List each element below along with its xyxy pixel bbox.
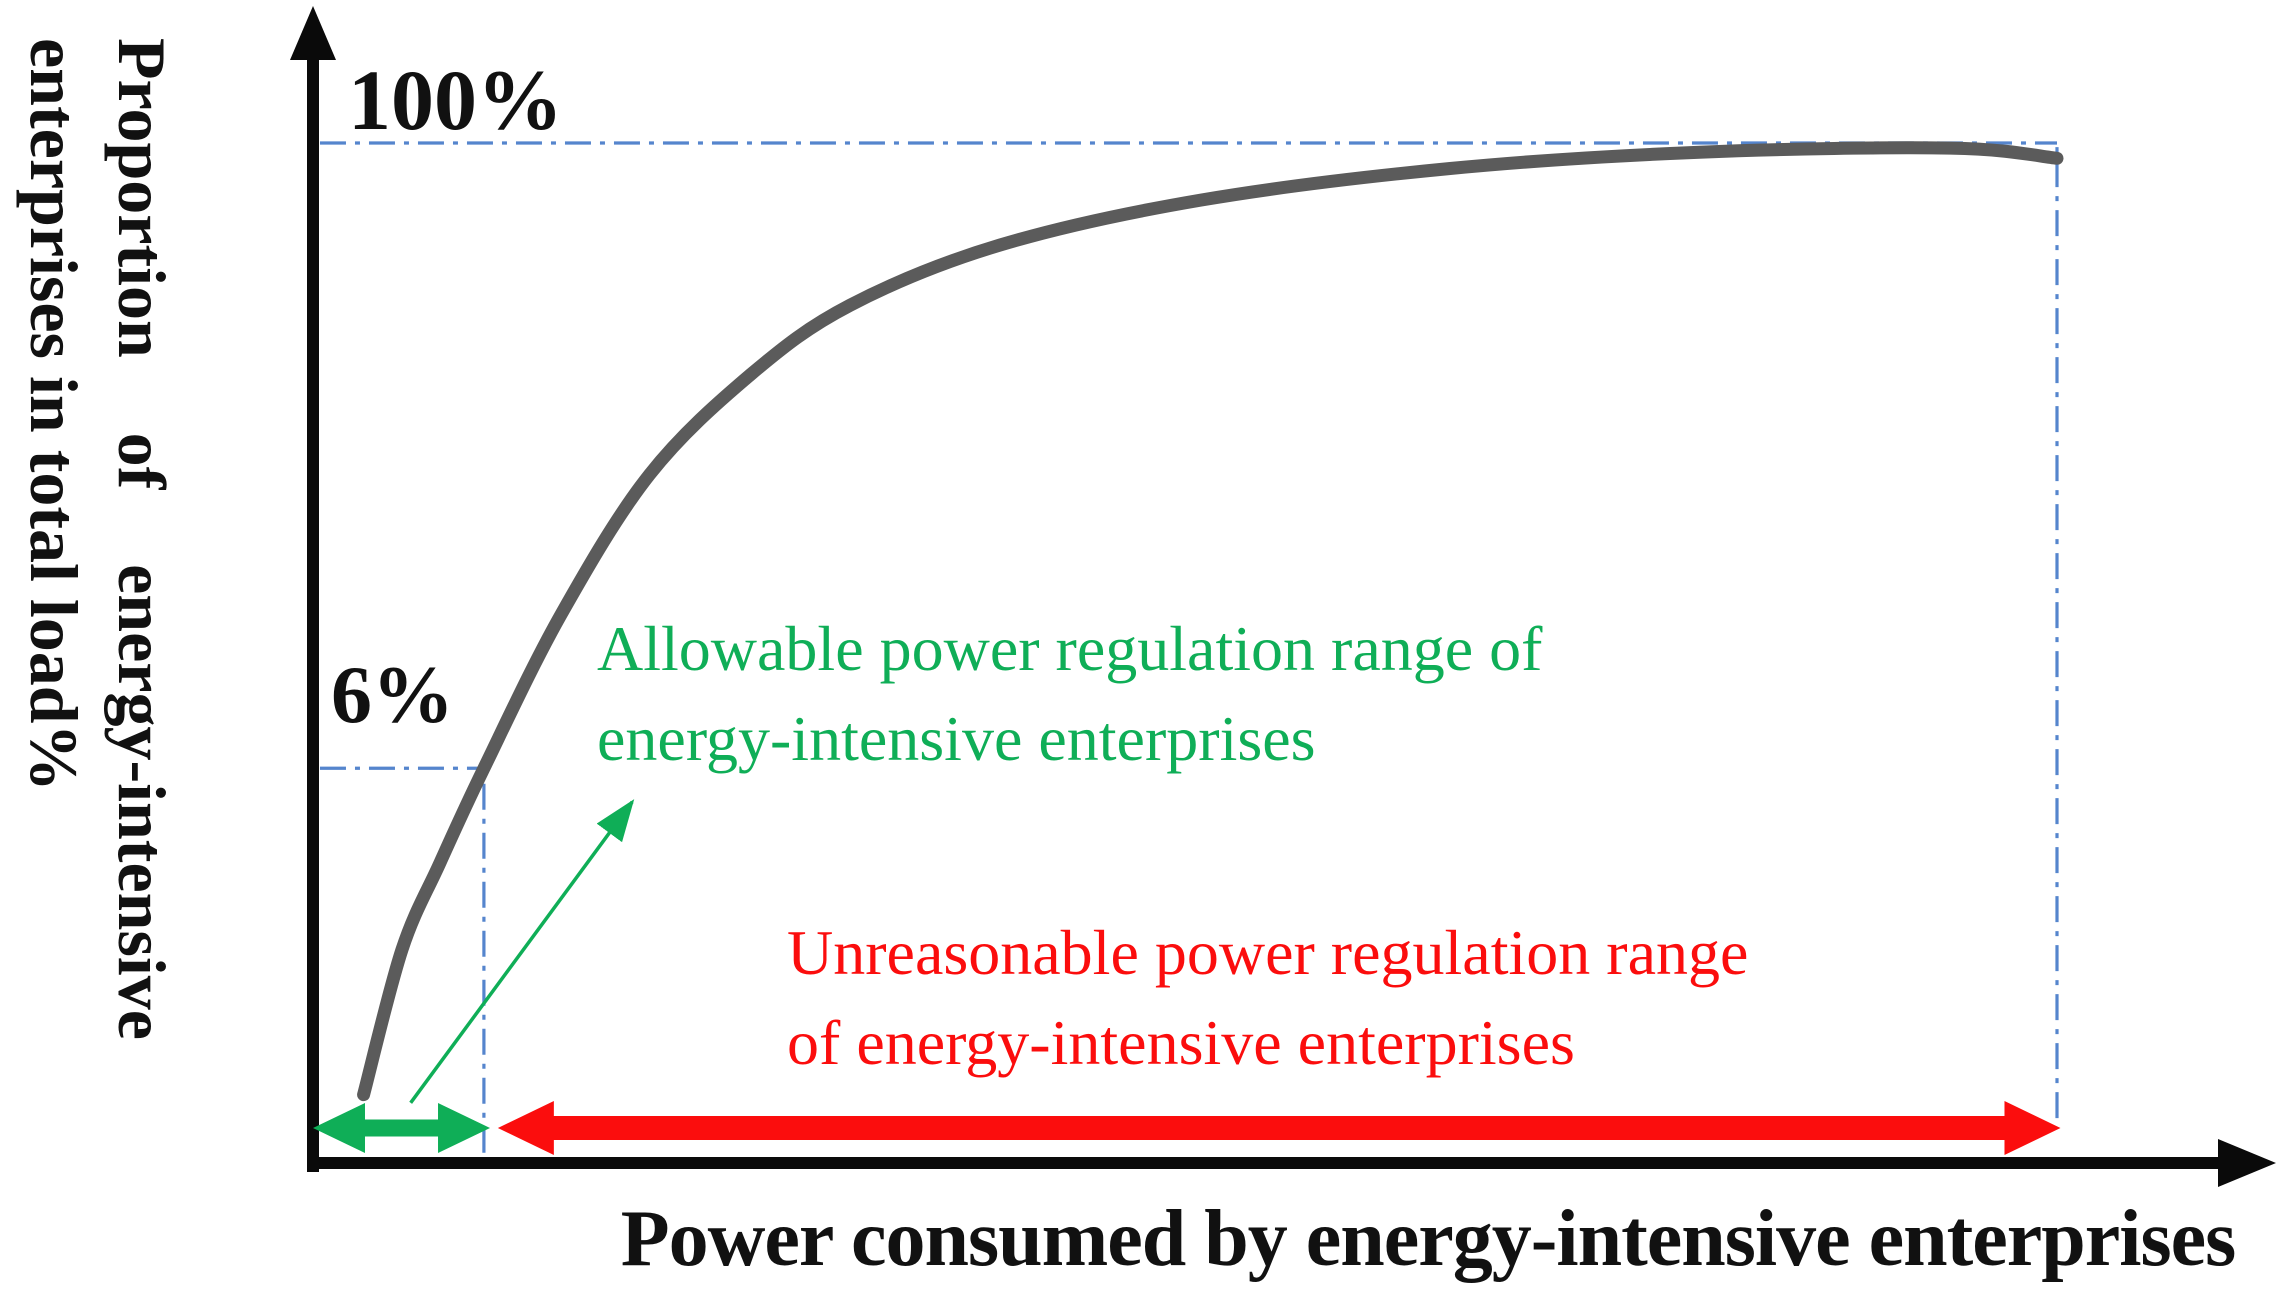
- y-axis-title: Proportion of energy-intensive enterpris…: [10, 38, 186, 1158]
- allowable-range-label-line2: energy-intensive enterprises: [597, 703, 1316, 774]
- y-tick-100-percent: 100%: [348, 52, 563, 148]
- axes: [290, 6, 2276, 1187]
- unreasonable-range-label-line1: Unreasonable power regulation range: [787, 917, 1749, 988]
- y-axis-title-line1: Proportion of energy-intensive: [104, 38, 180, 1040]
- y-axis-title-line2: enterprises in total load%: [16, 38, 92, 792]
- y-tick-6-percent: 6%: [331, 649, 454, 740]
- range-arrows: [313, 1101, 2061, 1156]
- allowable-range-label-line1: Allowable power regulation range of: [597, 613, 1543, 684]
- unreasonable-range-label-line2: of energy-intensive enterprises: [787, 1007, 1575, 1078]
- proportion-curve: [357, 141, 2064, 1102]
- unreasonable-range-label: Unreasonable power regulation range of e…: [787, 908, 1748, 1088]
- x-axis-title: Power consumed by energy-intensive enter…: [620, 1195, 2237, 1283]
- pointer-arrow: [409, 799, 635, 1104]
- guide-lines: [319, 141, 2059, 1153]
- allowable-range-label: Allowable power regulation range of ener…: [597, 604, 1542, 784]
